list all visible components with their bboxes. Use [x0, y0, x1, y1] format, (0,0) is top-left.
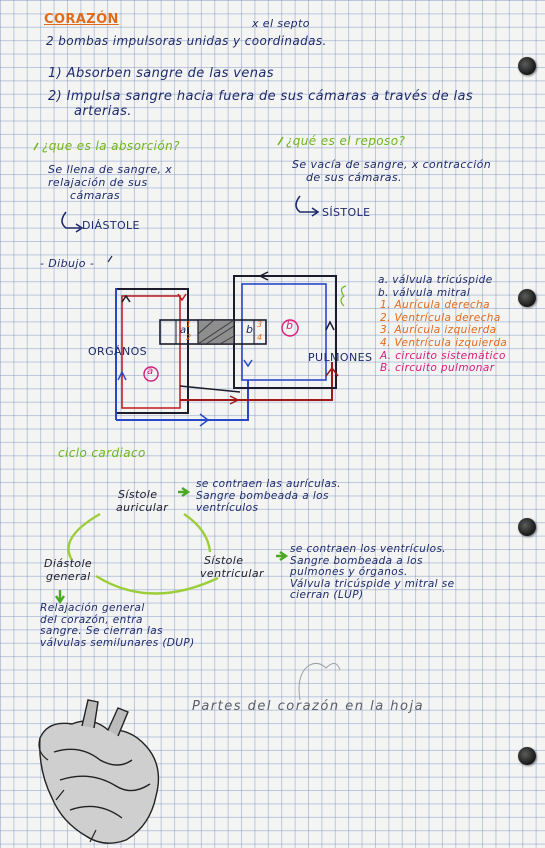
description-line: se contraen las aurículas. [196, 478, 341, 490]
diastole-general-term2: general [46, 570, 91, 583]
chamber-4-label: 4 [257, 333, 263, 342]
absorption-line1: Se llena de sangre, x [48, 163, 173, 176]
description-line: Relajación general [40, 602, 145, 614]
legend-item: 1. Aurícula derecha [380, 299, 490, 312]
legend-item: 3. Aurícula izquierda [380, 324, 497, 337]
auricular-systole-term: Sístole [118, 488, 158, 501]
binder-hole [518, 57, 536, 75]
diastole-term: DIÁSTOLE [82, 219, 140, 232]
function-2: 2) Impulsa sangre hacia fuera de sus cám… [48, 89, 474, 104]
septum-note: x el septo [252, 17, 310, 30]
arrow-icon [55, 590, 65, 605]
arrow-icon [61, 211, 80, 229]
description-line: Sangre bombeada a los [196, 490, 329, 502]
description-line: pulmones y órganos. [290, 566, 408, 578]
description-line: Sangre bombeada a los [290, 554, 423, 567]
lungs-label: PULMONES [308, 351, 373, 364]
legend-item: a. válvula tricúspide [378, 274, 493, 286]
arrow-icon [178, 487, 191, 497]
arrow-icon [295, 195, 318, 213]
absorption-line2: relajación de sus [48, 176, 148, 189]
diastole-general-term: Diástole [44, 557, 93, 570]
chamber-2-label: 2 [186, 333, 192, 342]
description-line: cierran (LUP) [290, 589, 364, 601]
organs-label: ORGÁNOS [88, 345, 148, 358]
description-line: válvulas semilunares (DUP) [40, 636, 195, 649]
legend-item: b. válvula mitral [378, 286, 471, 299]
page-title: CORAZÓN [44, 12, 119, 27]
binder-hole [518, 289, 536, 307]
description-line: del corazón, entra [40, 613, 143, 626]
legend-item: B. circuito pulmonar [380, 362, 495, 375]
ventricular-systole-term2: ventricular [200, 567, 264, 580]
function-2-cont: arterias. [74, 104, 132, 119]
chamber-3-label: 3 [257, 320, 263, 329]
binder-hole [518, 747, 536, 765]
chamber-1-label: 1 [186, 320, 192, 329]
legend-item: 4. Ventrícula izquierda [380, 337, 508, 349]
heart-illustration [38, 699, 160, 844]
repose-line2: de sus cámaras. [306, 171, 402, 184]
repose-question: ¿qué es el reposo? [286, 134, 406, 148]
legend-item: 2. Ventrícula derecha [380, 311, 501, 324]
ventricular-systole-term: Sístole [204, 554, 244, 567]
circuit-a-marker: a [147, 366, 154, 377]
valve-b-label: b [246, 323, 254, 336]
description-line: Válvula tricúspide y mitral se [290, 577, 455, 590]
binder-hole [518, 518, 536, 536]
auricular-systole-term2: auricular [116, 501, 169, 514]
description-line: sangre. Se cierran las [40, 625, 163, 637]
function-1: 1) Absorben sangre de las venas [48, 66, 274, 81]
description-line: se contraen los ventrículos. [290, 543, 447, 555]
arrow-icon [276, 551, 289, 561]
repose-line1: Se vacía de sangre, x contracción [292, 158, 492, 171]
legend-item: A. circuito sistemático [380, 349, 506, 362]
drawing-label: - Dibujo - [40, 257, 95, 270]
footer-note: Partes del corazón en la hoja [192, 699, 425, 714]
absorption-question: ¿que es la absorción? [42, 139, 180, 153]
circuit-b-marker: b [286, 319, 294, 332]
absorption-line3: cámaras [70, 189, 121, 202]
intro-text: 2 bombas impulsoras unidas y coordinadas… [46, 34, 327, 48]
cycle-heading: ciclo cardiaco [58, 446, 146, 460]
valve-a-label: a [180, 325, 187, 336]
systole-term: SÍSTOLE [322, 206, 371, 219]
description-line: ventrículos [196, 502, 259, 514]
